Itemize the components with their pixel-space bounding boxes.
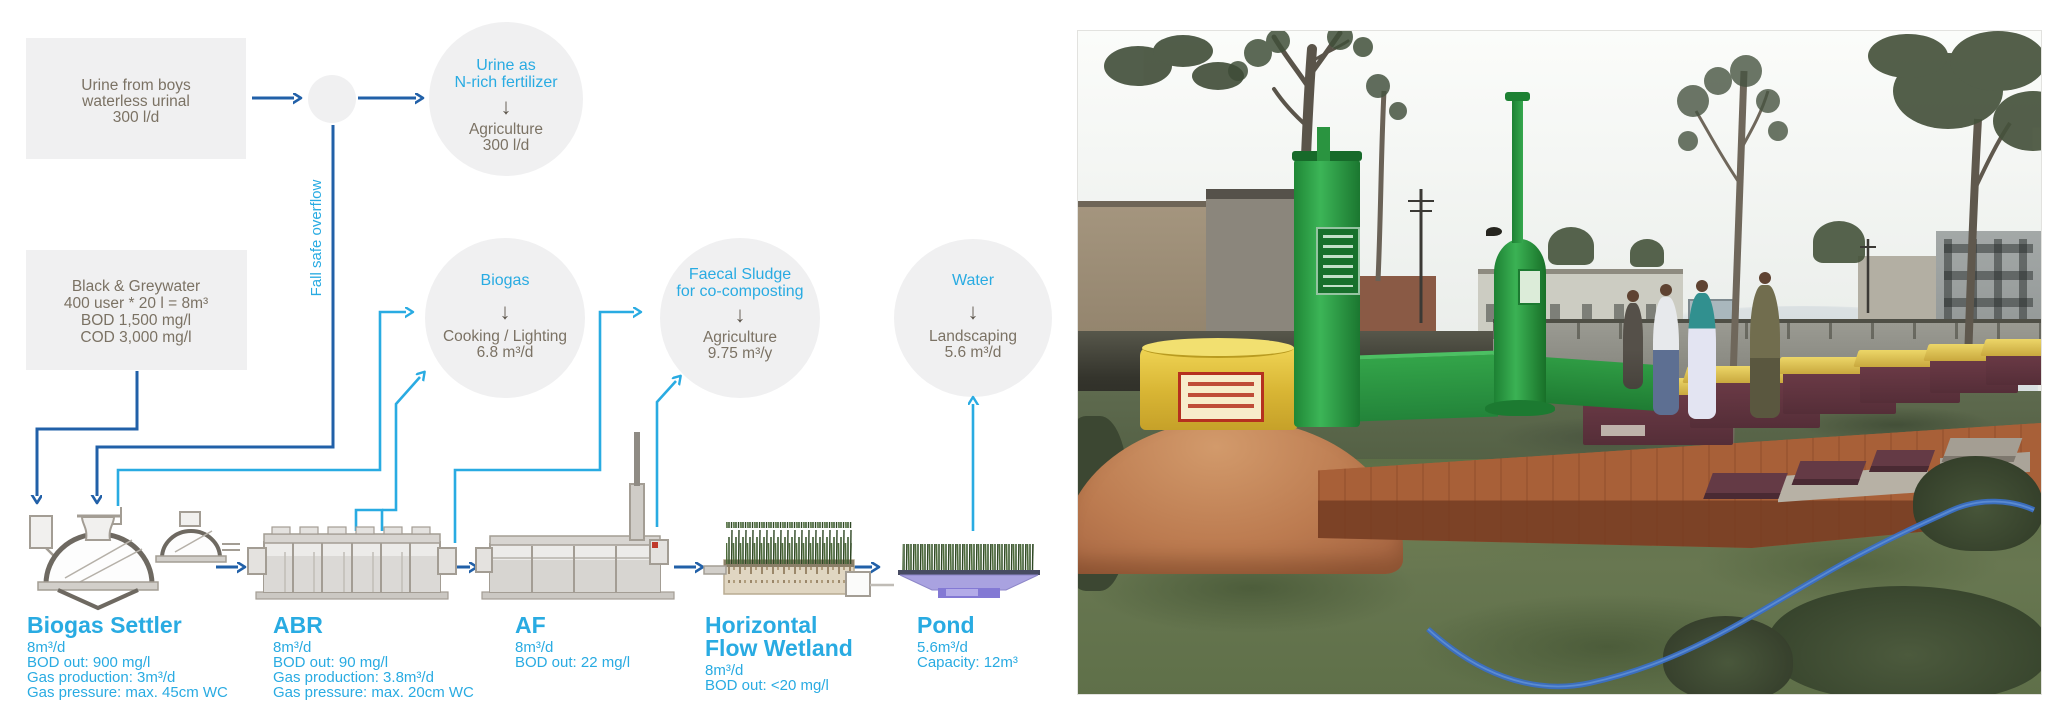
unit-label-af: AF 8m³/d BOD out: 22 mg/l [515,612,630,671]
biogas-settler-graphic [29,507,240,611]
unit-name: Flow Wetland [705,635,853,661]
down-arrow-icon: ↓ [735,302,746,327]
down-arrow-icon: ↓ [968,299,979,324]
output-circle-biogas: Biogas ↓ Cooking / Lighting 6.8 m³/d [425,238,585,398]
output-circle-urine: Urine as N-rich fertilizer ↓ Agriculture… [429,22,583,176]
down-arrow-icon: ↓ [500,299,511,324]
unit-label-abr: ABR 8m³/d BOD out: 90 mg/l Gas productio… [273,612,474,701]
output-circle-water: Water ↓ Landscaping 5.6 m³/d [894,239,1052,397]
photo-tank-sign [1518,269,1542,305]
photo-palm-tree [1548,227,1594,265]
photo-person [1623,290,1643,389]
dewats-flow-diagram: Urine from boys waterless urinal 300 l/d… [26,22,1052,701]
overflow-label: Fall safe overflow [308,179,325,296]
unit-name: ABR [273,612,323,638]
urinal-line-2: waterless urinal [81,93,190,110]
wetland-graphic [703,522,894,597]
unit-spec: Gas production: 3m³/d [27,669,175,686]
unit-spec: 5.6m³/d [917,639,968,656]
down-arrow-icon: ↓ [501,94,512,119]
photo-green-wall [1356,350,1498,422]
blackgrey-line-1: Black & Greywater [72,278,200,295]
sludge-product-2: for co-composting [676,283,803,300]
urinal-line-1: Urine from boys [81,77,191,94]
overflow-junction-circle [308,75,356,123]
unit-spec: BOD out: 900 mg/l [27,654,150,671]
pond-graphic [898,544,1040,598]
blackgrey-line-4: COD 3,000 mg/l [80,329,191,346]
sludge-use-1: Agriculture [703,329,777,346]
photo-bird [1486,227,1502,236]
unit-spec: Gas pressure: max. 20cm WC [273,684,474,701]
unit-name: Horizontal [705,612,817,638]
wastewater-flow-arrows [37,98,872,567]
sludge-product-1: Faecal Sludge [689,266,791,283]
site-photo [1077,30,2042,695]
unit-spec: 8m³/d [273,639,311,656]
unit-spec: 8m³/d [705,662,743,679]
urine-use-1: Agriculture [469,121,543,138]
byproduct-flow-arrows [116,312,973,543]
unit-spec: Gas production: 3.8m³/d [273,669,434,686]
urine-use-2: 300 l/d [483,137,530,154]
unit-spec: BOD out: 90 mg/l [273,654,388,671]
unit-name: AF [515,612,546,638]
photo-manhole-cover [1791,461,1867,485]
blackgrey-line-3: BOD 1,500 mg/l [81,312,191,329]
biogas-use-1: Cooking / Lighting [443,328,567,345]
abr-graphic [247,526,457,600]
photo-bush [1768,586,2041,694]
unit-name: Biogas Settler [27,612,182,638]
unit-spec: 8m³/d [27,639,65,656]
unit-spec: Capacity: 12m³ [917,654,1018,671]
source-box-black-greywater: Black & Greywater 400 user * 20 l = 8m³ … [26,250,247,370]
photo-gas-vent-pipe [1505,92,1530,243]
water-product-1: Water [952,272,995,289]
urinal-line-3: 300 l/d [113,109,160,126]
af-graphic [475,432,675,600]
photo-manhole-cover [1703,473,1788,499]
water-use-1: Landscaping [929,328,1017,345]
source-box-urinal: Urine from boys waterless urinal 300 l/d [26,38,246,159]
unit-spec: 8m³/d [515,639,553,656]
unit-spec: Gas pressure: max. 45cm WC [27,684,228,701]
photo-gas-holder-tank [1485,239,1555,416]
photo-person [1688,280,1716,419]
biogas-use-2: 6.8 m³/d [477,344,534,361]
unit-spec: BOD out: 22 mg/l [515,654,630,671]
water-use-2: 5.6 m³/d [945,344,1002,361]
photo-bush [1913,456,2041,551]
unit-label-biogas-settler: Biogas Settler 8m³/d BOD out: 900 mg/l G… [27,612,228,701]
output-circle-faecal-sludge: Faecal Sludge for co-composting ↓ Agricu… [660,238,820,398]
photo-manhole-cover [1868,450,1936,472]
photo-gas-pipe [1317,127,1330,161]
sludge-use-2: 9.75 m³/y [708,345,773,362]
unit-label-wetland: Horizontal Flow Wetland 8m³/d BOD out: <… [705,612,853,694]
photo-pillar-sign [1316,227,1360,295]
unit-spec: BOD out: <20 mg/l [705,677,829,694]
unit-label-pond: Pond 5.6m³/d Capacity: 12m³ [917,612,1018,671]
photo-person [1750,272,1780,418]
photo-chamber-box [1986,354,2041,385]
unit-name: Pond [917,612,975,638]
biogas-product-1: Biogas [481,272,530,289]
urine-product-1: Urine as [476,57,536,74]
photo-palm-tree [1630,239,1664,267]
urine-product-2: N-rich fertilizer [454,74,558,91]
photo-palm-tree [1813,221,1865,263]
photo-person [1653,284,1679,415]
blackgrey-line-2: 400 user * 20 l = 8m³ [64,295,208,312]
photo-settler-sign [1178,372,1264,422]
